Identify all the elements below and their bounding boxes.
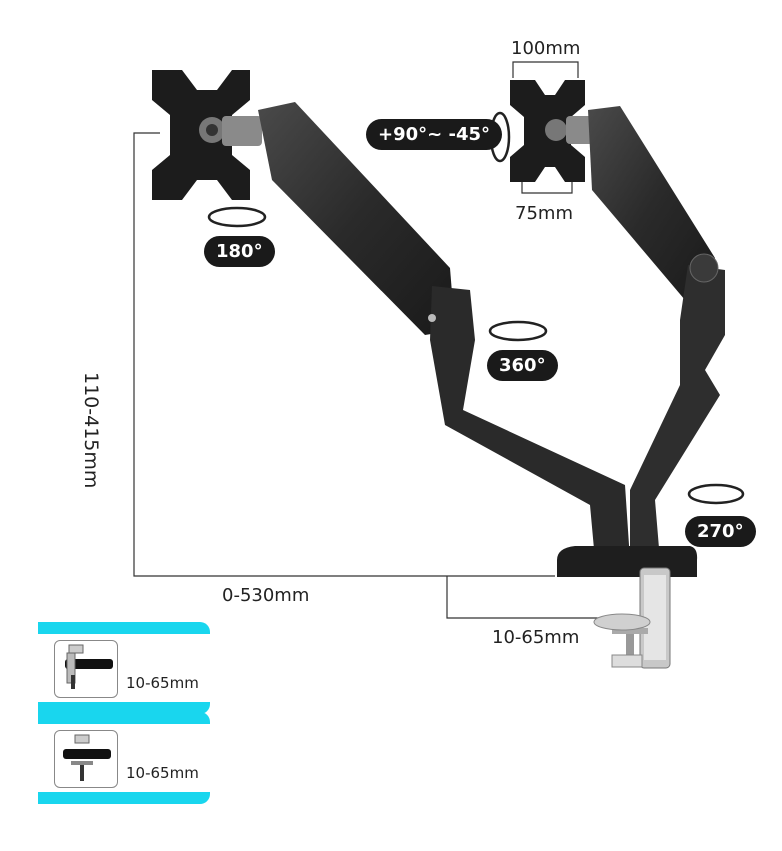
mount-option-label: 10-65mm bbox=[126, 674, 199, 692]
dimension-lines bbox=[133, 61, 600, 619]
clamp-range-label: 10-65mm bbox=[492, 627, 580, 648]
height-range-label: 110-415mm bbox=[80, 372, 102, 489]
reach-range-label: 0-530mm bbox=[222, 585, 310, 606]
accent-bar bbox=[38, 712, 210, 724]
mount-option-clamp: 10-65mm bbox=[38, 622, 210, 714]
tilt-badge: +90°~ -45° bbox=[366, 119, 502, 150]
vesa-narrow-label: 75mm bbox=[515, 203, 573, 224]
accent-bar bbox=[38, 702, 210, 714]
left-vesa-plate bbox=[152, 70, 262, 200]
mount-option-grommet: 10-65mm bbox=[38, 712, 210, 804]
accent-bar bbox=[38, 622, 210, 634]
right-vesa-plate bbox=[510, 80, 600, 182]
clamp-mount-icon bbox=[54, 640, 118, 698]
mount-option-label: 10-65mm bbox=[126, 764, 199, 782]
base-rotation-badge: 270° bbox=[685, 516, 756, 547]
right-arm bbox=[588, 106, 725, 560]
swivel-badge: 180° bbox=[204, 236, 275, 267]
accent-bar bbox=[38, 792, 210, 804]
base-clamp bbox=[557, 546, 698, 669]
grommet-mount-icon bbox=[54, 730, 118, 788]
vesa-wide-label: 100mm bbox=[511, 38, 581, 59]
left-arm bbox=[258, 102, 630, 560]
arm-rotation-badge: 360° bbox=[487, 350, 558, 381]
